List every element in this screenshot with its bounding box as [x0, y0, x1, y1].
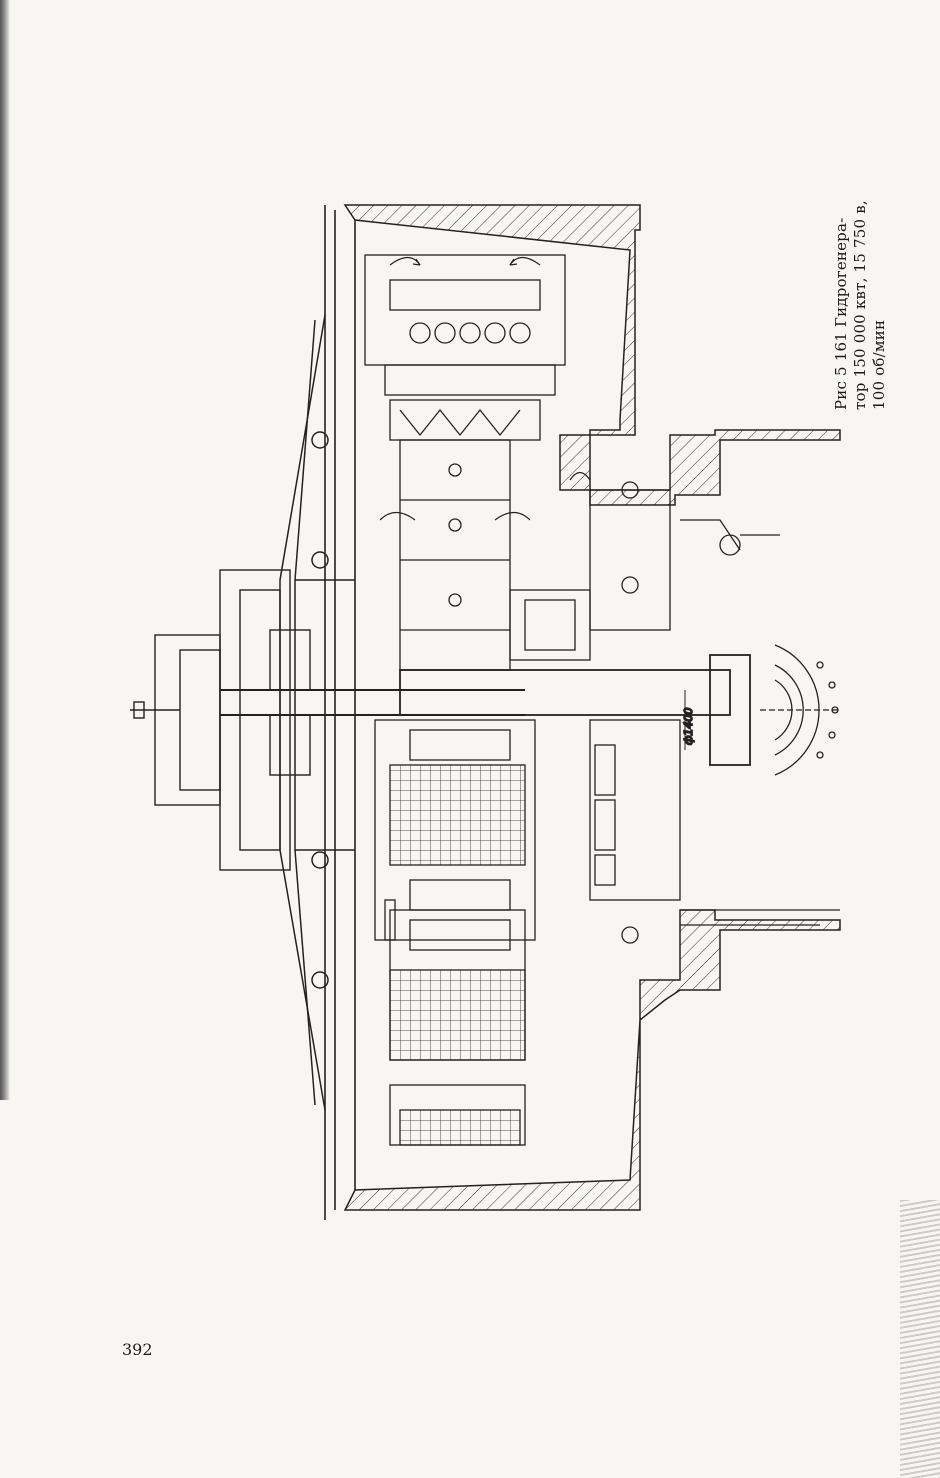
- main-shaft: ф1400: [400, 655, 750, 765]
- figure-caption: Рис 5 161 Гидрогенера- тор 150 000 квт, …: [832, 210, 889, 410]
- caption-line-1: Рис 5 161 Гидрогенера-: [832, 210, 851, 410]
- frame-lines: [325, 205, 355, 1220]
- lower-bracket: [590, 720, 840, 943]
- shaft-diameter-label: ф1400: [682, 708, 695, 745]
- stator-top: [365, 255, 565, 440]
- hydrogenerator-cross-section-drawing: ф1400: [120, 190, 860, 1230]
- rotor-poles-lower: [375, 720, 535, 1145]
- book-binding-shadow: [0, 0, 10, 1100]
- rotor-spider: [400, 440, 510, 670]
- scan-edge-noise: [900, 1200, 940, 1478]
- page-number: 392: [122, 1340, 153, 1359]
- thrust-bearing: [510, 482, 780, 660]
- caption-line-3: 100 об/мин: [870, 210, 889, 410]
- upper-bracket: [280, 315, 355, 1110]
- airflow-arrows: [380, 258, 590, 521]
- shaft-flange-end-view: [760, 645, 840, 775]
- caption-line-2: тор 150 000 квт, 15 750 в,: [851, 210, 870, 410]
- foundation-top: [345, 205, 840, 505]
